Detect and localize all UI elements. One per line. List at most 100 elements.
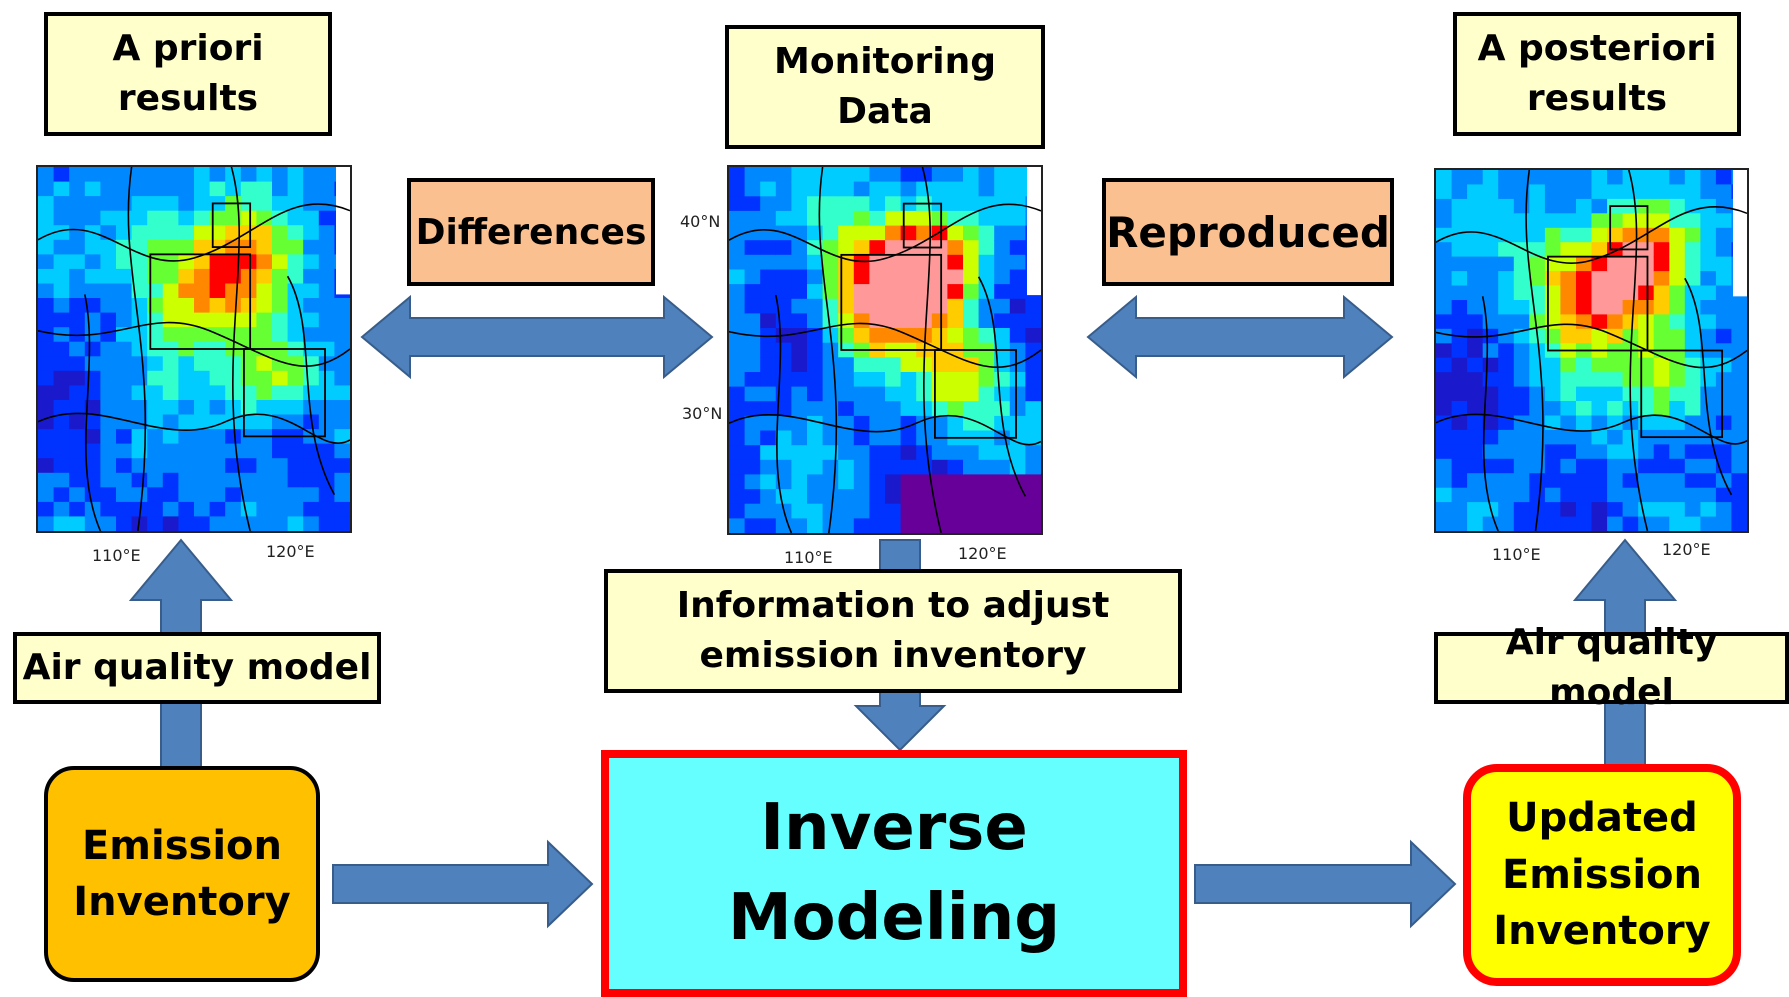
map-cell (1591, 502, 1608, 518)
map-cell (1513, 487, 1530, 503)
map-cell (84, 516, 101, 531)
map-cell (978, 254, 995, 270)
map-cell (994, 210, 1011, 227)
map-cell (869, 181, 886, 197)
map-cell (729, 430, 746, 446)
map-cell (853, 474, 870, 490)
map-cell (1009, 269, 1026, 285)
map-cell (729, 445, 746, 461)
map-cell (1653, 386, 1670, 402)
emission-to-inverse-arrow (332, 839, 594, 929)
map-cell (256, 210, 273, 226)
map-cell (869, 386, 886, 402)
map-cell (775, 415, 792, 432)
map-cell (1451, 242, 1468, 258)
map-cell (84, 458, 101, 474)
map-cell (869, 269, 886, 285)
map-cell (1560, 328, 1577, 344)
map-cell (131, 268, 148, 285)
map-cell (947, 357, 964, 373)
map-cell (1684, 314, 1701, 330)
map-cell (900, 489, 917, 505)
map-cell (1653, 227, 1670, 243)
a-posteriori-map (1434, 168, 1749, 533)
map-cell (1607, 401, 1624, 416)
map-cell (838, 474, 855, 490)
map-cell (978, 210, 995, 227)
map-cell (256, 414, 273, 430)
map-cell (1451, 227, 1468, 243)
map-cell (807, 503, 824, 519)
map-cell (1669, 473, 1686, 489)
map-cell (931, 386, 948, 402)
map-cell (1653, 458, 1670, 474)
map-cell (1700, 271, 1717, 287)
map-cell (131, 181, 148, 197)
map-cell (1560, 458, 1577, 474)
map-cell (1451, 473, 1468, 489)
map-cell (287, 400, 304, 416)
map-cell (272, 501, 289, 518)
map-cell (303, 501, 320, 518)
map-cell (178, 283, 195, 299)
map-cell (100, 385, 117, 401)
map-cell (100, 443, 117, 459)
map-cell (100, 283, 117, 299)
map-cell (116, 516, 133, 531)
map-cell (1684, 300, 1701, 315)
map-cell (994, 225, 1011, 241)
map-cell (131, 254, 148, 270)
map-margin (1027, 167, 1041, 296)
map-cell (729, 284, 746, 300)
map-cell (1467, 213, 1484, 229)
map-cell (194, 283, 211, 299)
map-cell (900, 210, 917, 227)
map-cell (1009, 342, 1026, 358)
updated-emission-inventory-box: Updated Emission Inventory (1463, 764, 1741, 986)
map-cell (38, 501, 55, 518)
map-cell (1544, 516, 1562, 531)
map-cell (869, 503, 886, 519)
map-cell (978, 415, 995, 432)
map-cell (178, 356, 195, 372)
map-cell (822, 445, 839, 461)
map-cell (1669, 213, 1686, 229)
map-cell (1653, 300, 1670, 315)
map-cell (69, 458, 86, 474)
map-cell (869, 210, 886, 227)
map-cell (978, 459, 995, 475)
map-cell (978, 518, 995, 533)
map-cell (209, 283, 226, 299)
map-cell (53, 516, 70, 531)
province-boundary (286, 275, 336, 495)
map-cell (116, 356, 133, 372)
map-cell (116, 210, 133, 226)
map-cell (240, 487, 257, 503)
map-cell (1669, 444, 1686, 460)
map-cell (1715, 487, 1733, 503)
map-cell (963, 328, 980, 344)
map-cell (744, 181, 761, 197)
map-cell (729, 503, 746, 519)
map-cell (147, 429, 164, 445)
map-cell (69, 268, 86, 285)
map-cell (931, 210, 948, 227)
map-cell (807, 210, 824, 227)
map-cell (225, 283, 242, 299)
map-cell (791, 430, 808, 446)
map-cell (963, 240, 980, 256)
map-cell (69, 312, 86, 328)
map-cell (38, 298, 55, 314)
map-cell (194, 181, 211, 197)
map-cell (916, 445, 933, 461)
map-cell (256, 458, 273, 474)
map-cell (69, 239, 86, 255)
map-cell (1700, 242, 1717, 258)
map-cell (1576, 444, 1593, 460)
map-cell (256, 487, 273, 503)
map-cell (760, 298, 777, 314)
map-cell (947, 196, 964, 212)
map-cell (131, 167, 148, 183)
map-cell (1467, 502, 1484, 518)
map-cell (869, 328, 886, 344)
